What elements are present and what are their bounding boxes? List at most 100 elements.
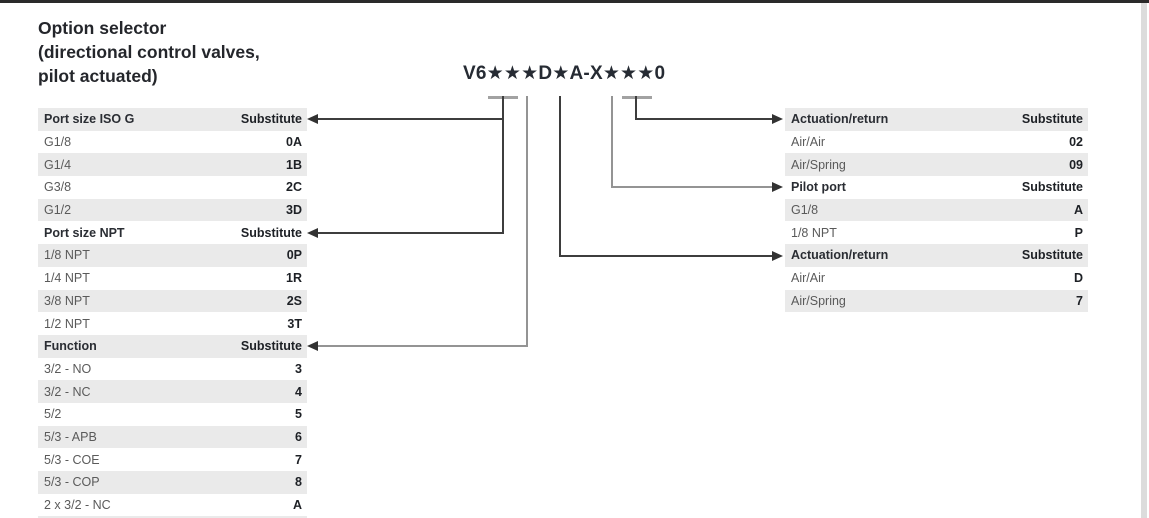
row-label: Port size NPT xyxy=(44,225,125,240)
row-value: 0A xyxy=(286,135,302,150)
row-label: Air/Air xyxy=(791,135,826,150)
table-row: G1/2 3D xyxy=(38,198,307,222)
row-value: Substitute xyxy=(240,339,302,354)
row-value: Substitute xyxy=(240,225,302,240)
connector-actuation1-hline xyxy=(635,118,776,120)
row-value: 7 xyxy=(295,452,302,467)
row-label: Actuation/return xyxy=(791,248,889,263)
row-value: 3 xyxy=(295,361,302,376)
row-label: Air/Air xyxy=(791,271,826,286)
row-value: 7 xyxy=(1076,293,1083,308)
row-value: 0P xyxy=(286,248,302,263)
arrowhead-right-icon xyxy=(772,251,783,261)
row-label: 3/8 NPT xyxy=(44,293,90,308)
row-label: 2 x 3/2 - NC xyxy=(44,498,111,513)
arrowhead-left-icon xyxy=(307,114,318,124)
row-value: Substitute xyxy=(1021,112,1083,127)
table-row: 2 x 3/2 - NC A xyxy=(38,494,307,517)
row-value: P xyxy=(1074,225,1083,240)
page-title-line: Option selector xyxy=(38,18,167,38)
row-label: Port size ISO G xyxy=(44,112,135,127)
row-label: Air/Spring xyxy=(791,157,846,172)
row-label: 5/2 xyxy=(44,407,62,422)
code-cap-actuation xyxy=(622,96,652,99)
table-row: 1/2 NPT 3T xyxy=(38,312,307,335)
row-label: Air/Spring xyxy=(791,293,846,308)
row-value: Substitute xyxy=(1021,180,1083,195)
table-header-row: Port size NPT Substitute xyxy=(38,221,307,244)
row-value: A xyxy=(292,498,302,513)
row-label: 5/3 - APB xyxy=(44,429,97,444)
table-row: 1/8 NPT P xyxy=(785,221,1088,244)
table-row: Air/Air 02 xyxy=(785,131,1088,154)
row-label: G1/8 xyxy=(791,203,819,218)
arrowhead-left-icon xyxy=(307,228,318,238)
table-row: 3/2 - NO 3 xyxy=(38,358,307,381)
row-value: D xyxy=(1073,271,1083,286)
row-label: 1/8 NPT xyxy=(791,225,837,240)
connector-pilot-port-hline xyxy=(611,186,776,188)
table-header-row: Function Substitute xyxy=(38,334,307,358)
page-title-line: (directional control valves, xyxy=(38,42,260,62)
table-row: 3/8 NPT 2S xyxy=(38,289,307,313)
row-label: 1/2 NPT xyxy=(44,316,90,331)
arrowhead-left-icon xyxy=(307,341,318,351)
connector-port-size-vline xyxy=(502,96,504,234)
row-value: 2C xyxy=(286,180,302,195)
row-value: 4 xyxy=(295,384,302,399)
row-value: 6 xyxy=(295,429,302,444)
row-label: G1/8 xyxy=(44,135,72,150)
row-value: Substitute xyxy=(240,112,302,127)
connector-port-size-isog-hline xyxy=(315,118,504,120)
connector-actuation2-vline xyxy=(559,96,561,257)
connector-actuation1-vline xyxy=(635,96,637,120)
table-row: 5/3 - COE 7 xyxy=(38,448,307,471)
row-value: 02 xyxy=(1069,135,1083,150)
table-row: 5/2 5 xyxy=(38,403,307,426)
row-value: 1R xyxy=(286,271,302,286)
table-row: G1/8 A xyxy=(785,198,1088,222)
row-value: 2S xyxy=(286,293,302,308)
row-label: 3/2 - NO xyxy=(44,361,92,376)
table-row: Air/Air D xyxy=(785,267,1088,290)
connector-function-vline xyxy=(526,96,528,347)
page-right-edge xyxy=(1141,0,1147,518)
row-label: Actuation/return xyxy=(791,112,889,127)
row-label: Pilot port xyxy=(791,180,846,195)
row-label: Function xyxy=(44,339,97,354)
row-value: 5 xyxy=(295,407,302,422)
row-label: 5/3 - COE xyxy=(44,452,100,467)
page-title-line: pilot actuated) xyxy=(38,66,158,86)
connector-pilot-port-vline xyxy=(611,96,613,188)
arrowhead-right-icon xyxy=(772,182,783,192)
connector-actuation2-hline xyxy=(559,255,776,257)
row-label: 5/3 - COP xyxy=(44,475,100,490)
row-value: A xyxy=(1073,203,1083,218)
row-label: G1/2 xyxy=(44,203,72,218)
row-value: 09 xyxy=(1069,157,1083,172)
page-title: Option selector (directional control val… xyxy=(38,16,260,88)
table-header-row: Actuation/return Substitute xyxy=(785,108,1088,131)
row-label: G3/8 xyxy=(44,180,72,195)
row-value: Substitute xyxy=(1021,248,1083,263)
table-header-row: Pilot port Substitute xyxy=(785,176,1088,199)
table-header-row: Port size ISO G Substitute xyxy=(38,108,307,131)
table-row: G3/8 2C xyxy=(38,176,307,199)
row-value: 3D xyxy=(286,203,302,218)
table-row: Air/Spring 09 xyxy=(785,153,1088,177)
table-row: Air/Spring 7 xyxy=(785,289,1088,313)
row-value: 3T xyxy=(287,316,302,331)
connector-function-hline xyxy=(315,345,528,347)
table-row: 5/3 - APB 6 xyxy=(38,425,307,449)
connector-port-size-npt-hline xyxy=(315,232,504,234)
arrowhead-right-icon xyxy=(772,114,783,124)
row-label: G1/4 xyxy=(44,157,72,172)
